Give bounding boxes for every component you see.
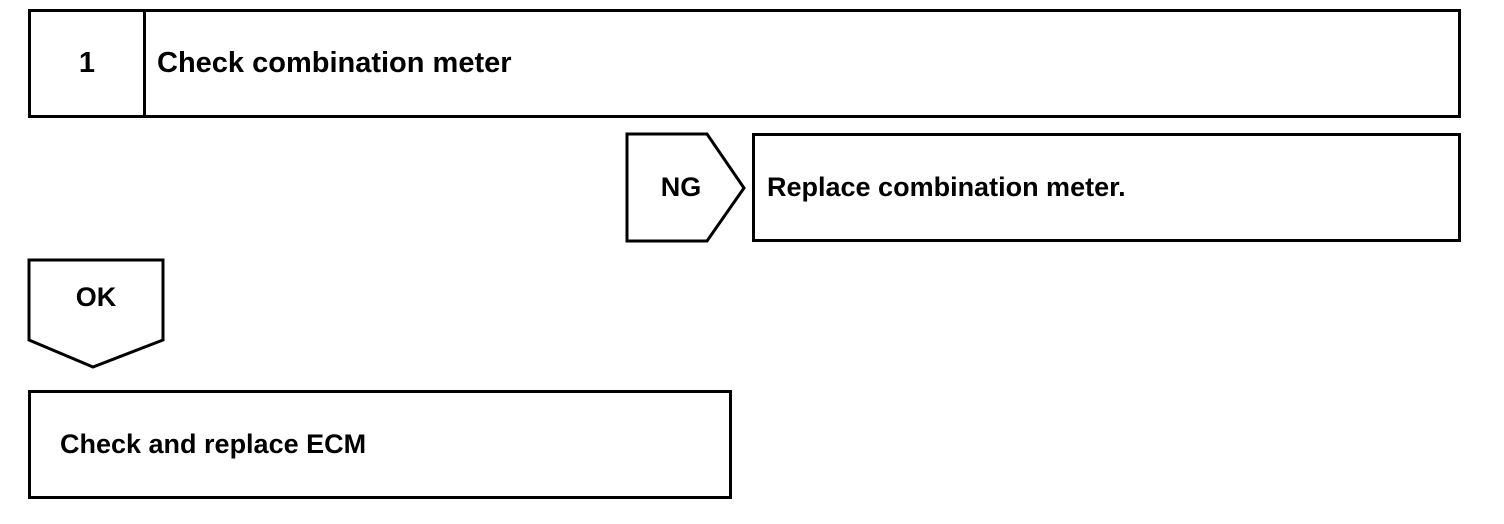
step-title: Check combination meter — [157, 47, 512, 79]
step-number: 1 — [78, 47, 96, 79]
step-number-divider — [143, 12, 146, 115]
ok-label: OK — [75, 282, 117, 312]
ok-action-box: Check and replace ECM — [28, 390, 732, 499]
step-header-box: 1 Check combination meter — [28, 9, 1461, 118]
ng-action-text: Replace combination meter. — [767, 172, 1126, 202]
ng-action-box: Replace combination meter. — [752, 133, 1461, 242]
ok-action-text: Check and replace ECM — [60, 429, 367, 459]
ng-label: NG — [660, 172, 702, 202]
